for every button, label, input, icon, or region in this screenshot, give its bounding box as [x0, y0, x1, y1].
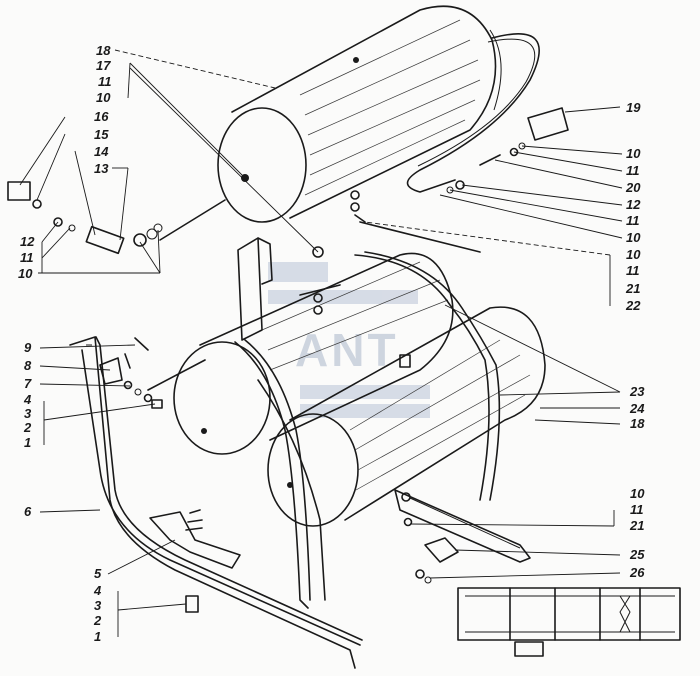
callout-2: 2: [93, 613, 102, 628]
air-pipe-loop: [406, 33, 540, 193]
callout-11: 11: [630, 502, 644, 517]
callout-19: 19: [626, 100, 641, 115]
hose-line-left: [159, 199, 226, 241]
callout-10: 10: [96, 90, 111, 105]
callout-24: 24: [629, 401, 645, 416]
callout-11: 11: [20, 250, 34, 265]
frame-rail: [69, 336, 363, 669]
callout-1: 1: [94, 629, 101, 644]
callout-11: 11: [98, 74, 112, 89]
callout-26: 26: [629, 565, 645, 580]
callout-10: 10: [18, 266, 33, 281]
hose-line-right: [359, 221, 481, 253]
callout-18: 18: [630, 416, 645, 431]
callout-20: 20: [625, 180, 641, 195]
leader-lines: [19, 49, 623, 637]
callout-11: 11: [626, 163, 640, 178]
callout-6: 6: [24, 504, 32, 519]
callout-4: 4: [93, 583, 102, 598]
callout-18: 18: [96, 43, 111, 58]
watermark-text: ANT: [295, 324, 399, 376]
callout-17: 17: [96, 58, 111, 73]
callout-7: 7: [24, 376, 32, 391]
callout-13: 13: [94, 161, 109, 176]
hose-line-lower: [147, 359, 206, 391]
callout-labels: 18 17 11 10 16 15 14 13 12 11 10 19 10 1…: [18, 43, 645, 644]
callout-21: 21: [625, 281, 640, 296]
callout-12: 12: [20, 234, 35, 249]
hose-line-mid: [299, 284, 341, 296]
bracket-part-5: [149, 511, 241, 569]
callout-8: 8: [24, 358, 32, 373]
top-air-tank: [217, 5, 502, 223]
callout-21: 21: [629, 518, 644, 533]
upright-bracket: [237, 237, 273, 341]
callout-4: 4: [23, 392, 32, 407]
cross-member: [394, 489, 531, 563]
lower-air-tank-front: [267, 306, 546, 527]
callout-3: 3: [94, 598, 102, 613]
callout-2: 2: [23, 420, 32, 435]
callout-5: 5: [94, 566, 102, 581]
callout-22: 22: [625, 298, 641, 313]
callout-10: 10: [626, 247, 641, 262]
callout-11: 11: [626, 213, 640, 228]
callout-12: 12: [626, 197, 641, 212]
callout-10: 10: [630, 486, 645, 501]
callout-11: 11: [626, 263, 640, 278]
callout-15: 15: [94, 127, 109, 142]
callout-16: 16: [94, 109, 109, 124]
callout-10: 10: [626, 146, 641, 161]
chassis-inset: [457, 587, 681, 657]
tank-straps: [234, 251, 501, 609]
callout-25: 25: [629, 547, 645, 562]
callout-9: 9: [24, 340, 32, 355]
callout-23: 23: [629, 384, 645, 399]
callout-14: 14: [94, 144, 109, 159]
small-parts: [7, 107, 569, 613]
callout-3: 3: [24, 406, 32, 421]
callout-1: 1: [24, 435, 31, 450]
callout-10: 10: [626, 230, 641, 245]
